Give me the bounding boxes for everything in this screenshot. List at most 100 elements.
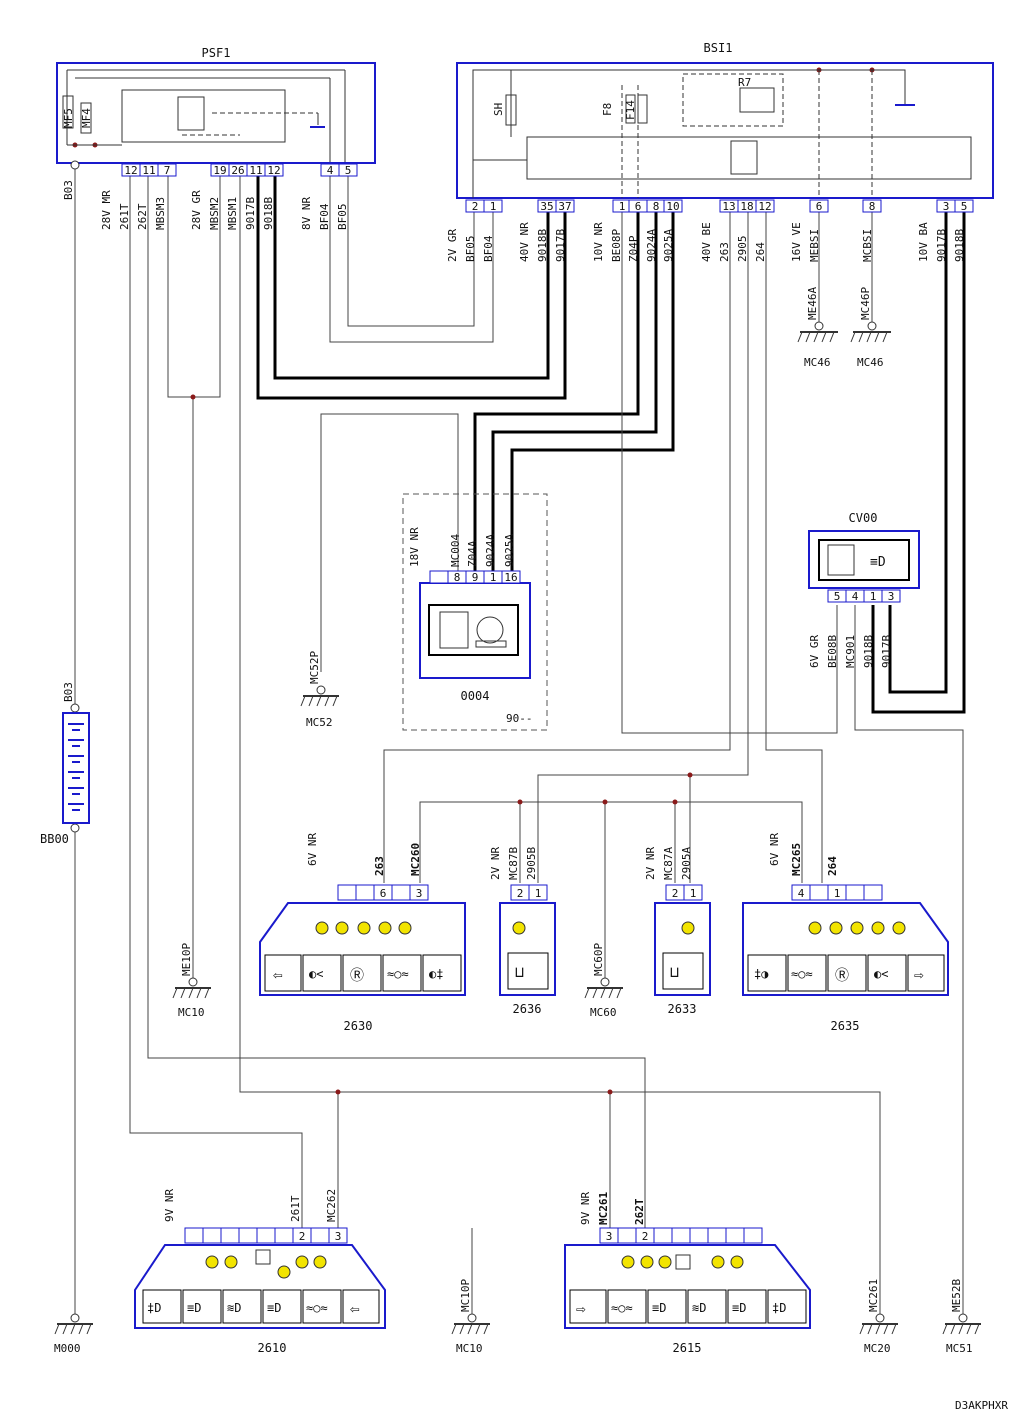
svg-text:19: 19 [213,164,226,177]
svg-text:16: 16 [504,571,517,584]
side-lamp-icon: ≈○≈ [791,967,813,981]
bsi-pin: 10 [663,199,683,213]
wire-label: 9024A [484,534,497,567]
pin-0004: 1 [483,570,503,584]
battery-name: BB00 [40,832,69,846]
headlamp-icon: ≡D [652,1301,666,1315]
ground-wire-label: ME10P [180,943,193,976]
wire-label: MC87A [662,847,675,880]
lamp-2615: 3 2 ⇨ ≈○≈ ≡D ≋D ≡D ‡D 9V NR MC261 262T 2… [564,1192,811,1355]
svg-text:1: 1 [870,590,877,603]
bsi1-module: BSI1 SH F8 F14 R7 2 1 35 37 1 6 [446,41,994,262]
wire-label: 264 [754,242,767,262]
wire-label: 9018B [536,229,549,262]
bsi-part-r7: R7 [738,76,751,89]
lamp-2610: 2 3 ‡D ≡D ≋D ≡D ≈○≈ ⇦ 9V NR 261T MC262 2… [134,1189,386,1355]
frame-label: 90-- [506,712,533,725]
pin-cv00: 4 [845,589,865,603]
lamp-2630-name: 2630 [344,1019,373,1033]
wire-label: 263 [718,242,731,262]
reverse-icon: Ⓡ [350,968,364,984]
svg-text:3: 3 [335,1230,342,1243]
plate-lamp-icon: ⊔ [515,963,524,981]
module-0004-name: 0004 [461,689,490,703]
side-lamp-icon: ≈○≈ [611,1301,633,1315]
sidelight-icon: ◐< [309,967,323,981]
wire-label: MBSM1 [226,197,239,230]
svg-text:2: 2 [517,887,524,900]
lamp-2633-name: 2633 [668,1002,697,1016]
wire-label: 9017B [244,197,257,230]
psf1-title: PSF1 [202,46,231,60]
ground-wire-label: MC52P [308,651,321,684]
psf1-pin: 11 [246,163,266,177]
sidelight-icon: ◐< [874,967,888,981]
wire-label: 9017B [935,229,948,262]
svg-text:7: 7 [164,164,171,177]
side-lamp-icon: ≈○≈ [306,1301,328,1315]
svg-text:2: 2 [672,887,679,900]
wire-label: 264 [826,856,839,876]
bsi-pin: 6 [809,199,829,213]
wire-label: 261T [289,1195,302,1222]
foglamp-icon: ‡D [147,1301,161,1315]
svg-text:3: 3 [888,590,895,603]
psf1-pin: 5 [338,163,358,177]
wire-label: BE08P [610,229,623,262]
bsi-pin: 2 [465,199,485,213]
bsi-pin: 35 [537,199,557,213]
pin-0004: 8 [447,570,467,584]
bsi-pin: 6 [628,199,648,213]
wire-label: 2905A [680,847,693,880]
wire-label: 263 [373,856,386,876]
bsi1-title: BSI1 [704,41,733,55]
wire-label: 9024A [645,229,658,262]
wire-label: MCBSI [861,229,874,262]
svg-text:12: 12 [758,200,771,213]
bsi-pin: 13 [719,199,739,213]
bsi-pin: 18 [737,199,757,213]
wire-label: 6V NR [768,833,781,866]
psf1-pin: 12 [121,163,141,177]
svg-text:1: 1 [834,887,841,900]
svg-text:35: 35 [540,200,553,213]
svg-text:10: 10 [666,200,679,213]
lamp-2636-name: 2636 [513,1002,542,1016]
wire-label: MEBSI [808,229,821,262]
wire-label: 18V NR [408,527,421,567]
ground-wire-label: MC46P [859,287,872,320]
wire-label: 16V VE [790,222,803,262]
side-lamp-icon: ≈○≈ [387,967,409,981]
ground-name: MC10 [178,1006,205,1019]
svg-text:8: 8 [454,571,461,584]
wire-label: 2V GR [446,229,459,262]
wire-label: 6V GR [808,635,821,668]
plate-lamp-icon: ⊔ [670,963,679,981]
svg-text:1: 1 [490,200,497,213]
svg-text:11: 11 [249,164,262,177]
psf1-pin: 11 [139,163,159,177]
ground-name: MC10 [456,1342,483,1355]
fuse-mf4: MF4 [80,108,93,128]
indicator-icon: ⇨ [914,965,924,984]
pin-cv00: 1 [863,589,883,603]
wire-label: MC004 [449,534,462,567]
wire-label: MC262 [325,1189,338,1222]
ground-mc52: MC52P MC52 [300,651,339,729]
wire-label: Z04A [466,540,479,567]
wire-label: 10V BA [917,222,930,262]
ground-wire-label: ME46A [806,287,819,320]
ground-wire-label: MC60P [592,943,605,976]
fuse-mf5: MF5 [62,108,75,128]
dipped-beam-icon: ≡D [732,1301,746,1315]
svg-text:11: 11 [142,164,155,177]
psf1-pin: 7 [157,163,177,177]
ground-mc51: ME52B MC51 [942,1279,981,1355]
wire-label: 2V NR [489,847,502,880]
svg-text:4: 4 [327,164,334,177]
svg-text:1: 1 [690,887,697,900]
pin-2630: 3 [409,884,429,901]
svg-text:6: 6 [816,200,823,213]
ground-name: MC46 [857,356,884,369]
